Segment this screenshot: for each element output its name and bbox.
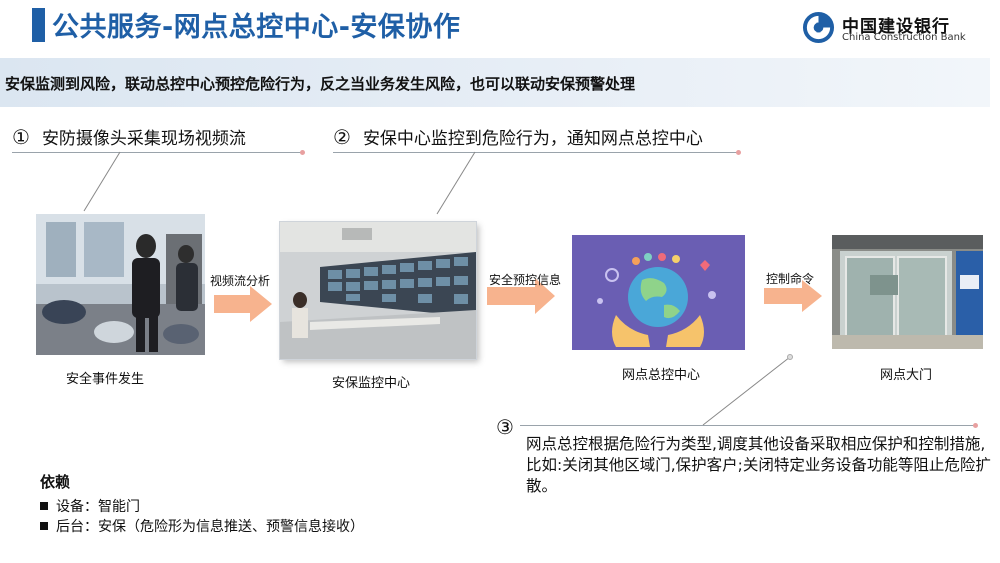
arrow-control-command (764, 280, 822, 312)
incident-photo (36, 214, 205, 355)
arrow-video-analysis (214, 286, 272, 322)
arrow-label-control-command: 控制命令 (766, 272, 815, 286)
dependency-item-text: 后台：安保（危险形为信息推送、预警信息接收） (56, 519, 364, 535)
dependency-item: 设备：智能门 (40, 496, 140, 516)
bullet-icon (40, 522, 48, 530)
step-3-underline (520, 425, 975, 426)
dependency-title: 依赖 (40, 473, 71, 491)
step-2-text: 安保中心监控到危险行为，通知网点总控中心 (362, 129, 703, 149)
logo-cn-text: 中国建设银行 (842, 17, 950, 37)
step-3-text: 网点总控根据危险行为类型,调度其他设备采取相应保护和控制措施,比如:关闭其他区域… (526, 435, 991, 495)
step-1-number: ① (12, 125, 30, 149)
control-center-illustration (572, 235, 745, 350)
step-1-underline-end (300, 150, 305, 155)
title-accent-bar (32, 8, 45, 42)
caption-incident: 安全事件发生 (66, 372, 145, 387)
step-3-number-wrap: ③ (496, 415, 526, 439)
arrow-label-prevention-info: 安全预控信息 (489, 273, 562, 287)
step-2-underline-end (736, 150, 741, 155)
dependency-item-text: 设备：智能门 (56, 499, 140, 515)
logo-en-text: China Construction Bank (842, 32, 966, 43)
bank-gate-photo (832, 235, 983, 349)
monitoring-center-photo (280, 222, 476, 359)
step-1-underline (12, 152, 302, 153)
step-1: ① 安防摄像头采集现场视频流 (12, 124, 246, 149)
step-3-underline-end (973, 423, 978, 428)
arrow-prevention-info (487, 278, 555, 314)
arrow-label-video-analysis: 视频流分析 (210, 274, 271, 288)
step-3-number: ③ (496, 415, 514, 439)
step-1-text: 安防摄像头采集现场视频流 (41, 129, 246, 149)
page-title: 公共服务-网点总控中心-安保协作 (52, 12, 461, 43)
caption-control-center: 网点总控中心 (622, 368, 701, 383)
caption-bank-gate: 网点大门 (880, 368, 933, 383)
bullet-icon (40, 502, 48, 510)
summary-banner: 安保监测到风险，联动总控中心预控危险行为，反之当业务发生风险，也可以联动安保预警… (0, 58, 990, 107)
step-2-number: ② (333, 125, 351, 149)
step-2-underline (333, 152, 738, 153)
ccb-logo: 中国建设银行 China Construction Bank (802, 11, 992, 47)
summary-text: 安保监测到风险，联动总控中心预控危险行为，反之当业务发生风险，也可以联动安保预警… (5, 75, 636, 93)
caption-monitoring-center: 安保监控中心 (332, 376, 411, 391)
step-2: ② 安保中心监控到危险行为，通知网点总控中心 (333, 124, 703, 149)
dependency-item: 后台：安保（危险形为信息推送、预警信息接收） (40, 516, 364, 536)
ccb-logo-icon (802, 11, 835, 44)
